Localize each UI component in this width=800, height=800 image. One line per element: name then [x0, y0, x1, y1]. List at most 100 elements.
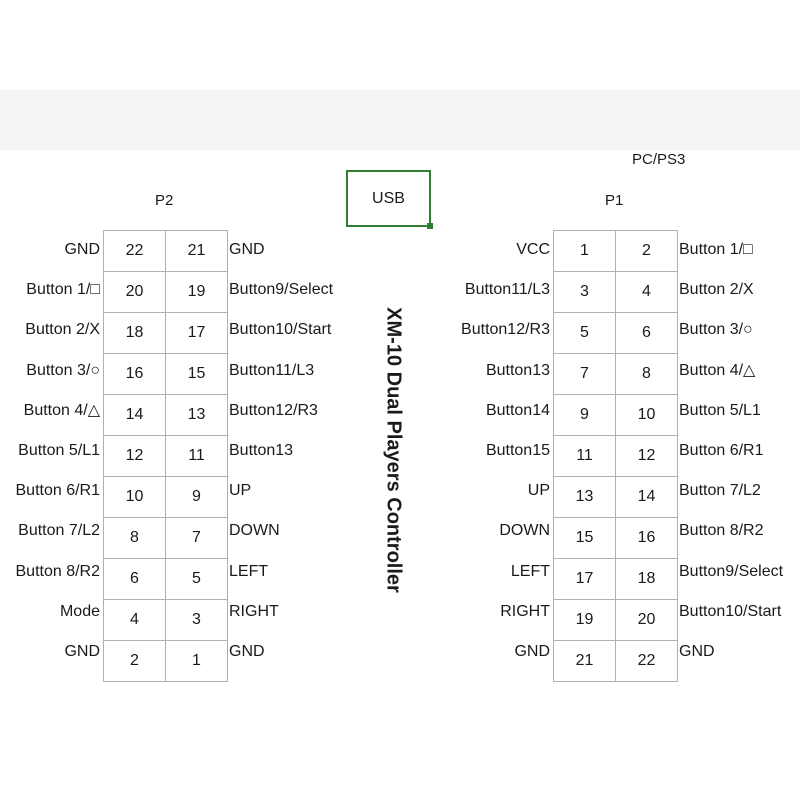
p1-pin-label: Button14: [485, 401, 550, 419]
p1-pin-label: Button15: [485, 442, 550, 459]
p2-pin-label: DOWN: [229, 522, 280, 540]
p1-pin-label: Button 4/△: [679, 361, 756, 379]
p1-pin-number: 13: [553, 476, 616, 518]
p2-pin-label: GND: [64, 643, 100, 660]
pc-ps3-heading: PC/PS3: [632, 151, 686, 168]
p2-pin-number: 16: [103, 353, 166, 395]
p2-pin-number: 8: [103, 517, 166, 559]
p1-pin-number: 16: [615, 517, 678, 559]
p1-pin-label: Button12/R3: [461, 321, 550, 339]
p2-pin-number: 3: [165, 599, 228, 641]
p2-pin-number: 14: [103, 394, 166, 436]
p1-pin-label: GND: [514, 643, 550, 660]
p1-pin-label: Button 3/○: [679, 321, 753, 339]
p1-pin-number: 7: [553, 353, 616, 395]
p2-pin-label: Button11/L3: [229, 361, 315, 379]
p1-pin-number: 11: [553, 435, 616, 477]
p2-pin-label: Button 2/X: [25, 321, 100, 339]
p1-pin-label: UP: [527, 482, 550, 500]
p1-pin-label: RIGHT: [500, 602, 550, 620]
p2-pin-number: 13: [165, 394, 228, 436]
p2-pin-number: 11: [165, 435, 228, 477]
p2-heading: P2: [155, 192, 174, 209]
p1-pin-label: DOWN: [499, 522, 550, 540]
usb-port-box: USB: [346, 170, 431, 227]
p1-pin-label: Button 6/R1: [679, 442, 764, 459]
p2-pin-label: Button12/R3: [229, 401, 318, 419]
p2-pin-label: Button 3/○: [26, 361, 100, 379]
p2-pin-label: Button 6/R1: [15, 482, 101, 500]
p1-pin-number: 20: [615, 599, 678, 641]
p2-pin-label: GND: [64, 241, 100, 258]
p2-pin-label: LEFT: [229, 562, 269, 580]
p2-pin-number: 22: [103, 230, 166, 272]
p2-pin-number: 18: [103, 312, 166, 354]
p1-pin-number: 5: [553, 312, 616, 354]
p1-pin-label: Button 2/X: [679, 281, 754, 299]
p1-pin-number: 18: [615, 558, 678, 600]
p1-pin-label: Button 5/L1: [679, 401, 761, 419]
p2-pin-number: 9: [165, 476, 228, 518]
usb-connector-dot: [427, 223, 433, 229]
p2-pin-number: 15: [165, 353, 228, 395]
p2-pin-number: 1: [165, 640, 228, 682]
top-band: [0, 90, 800, 150]
p2-pin-label: Button13: [229, 442, 294, 459]
p2-pin-number: 6: [103, 558, 166, 600]
p1-pin-number: 10: [615, 394, 678, 436]
p1-pin-label: Button11/L3: [464, 281, 550, 299]
controller-title: XM-10 Dual Players Controller: [382, 307, 405, 593]
p1-pin-label: Button13: [485, 361, 550, 379]
p1-pin-label: VCC: [516, 241, 550, 258]
p2-pin-label: Button 5/L1: [18, 442, 100, 459]
p2-pin-number: 5: [165, 558, 228, 600]
p1-pin-label: Button 7/L2: [679, 482, 761, 500]
p2-pin-label: RIGHT: [229, 602, 279, 620]
p1-pin-number: 1: [553, 230, 616, 272]
p2-pin-number: 7: [165, 517, 228, 559]
p1-pin-label: LEFT: [510, 562, 550, 580]
usb-label: USB: [372, 189, 405, 207]
p1-pin-number: 19: [553, 599, 616, 641]
p2-pin-number: 12: [103, 435, 166, 477]
p2-pin-label: Button 8/R2: [15, 562, 101, 580]
p1-pin-number: 2: [615, 230, 678, 272]
p1-pin-number: 3: [553, 271, 616, 313]
p2-pin-number: 2: [103, 640, 166, 682]
p2-pin-label: GND: [229, 643, 265, 660]
p2-pin-label: Button 1/□: [26, 281, 100, 299]
p2-pin-number: 19: [165, 271, 228, 313]
p1-pin-label: Button 8/R2: [679, 522, 764, 540]
p1-pin-number: 14: [615, 476, 678, 518]
p1-pin-number: 8: [615, 353, 678, 395]
p2-pin-label: UP: [229, 482, 252, 500]
p1-pin-label: Button10/Start: [679, 602, 782, 620]
p2-pin-label: Button10/Start: [229, 321, 332, 339]
p2-pin-number: 4: [103, 599, 166, 641]
p1-pin-number: 9: [553, 394, 616, 436]
p1-pin-label: GND: [679, 643, 715, 660]
p2-pin-label: Mode: [59, 602, 100, 620]
p2-pin-number: 10: [103, 476, 166, 518]
